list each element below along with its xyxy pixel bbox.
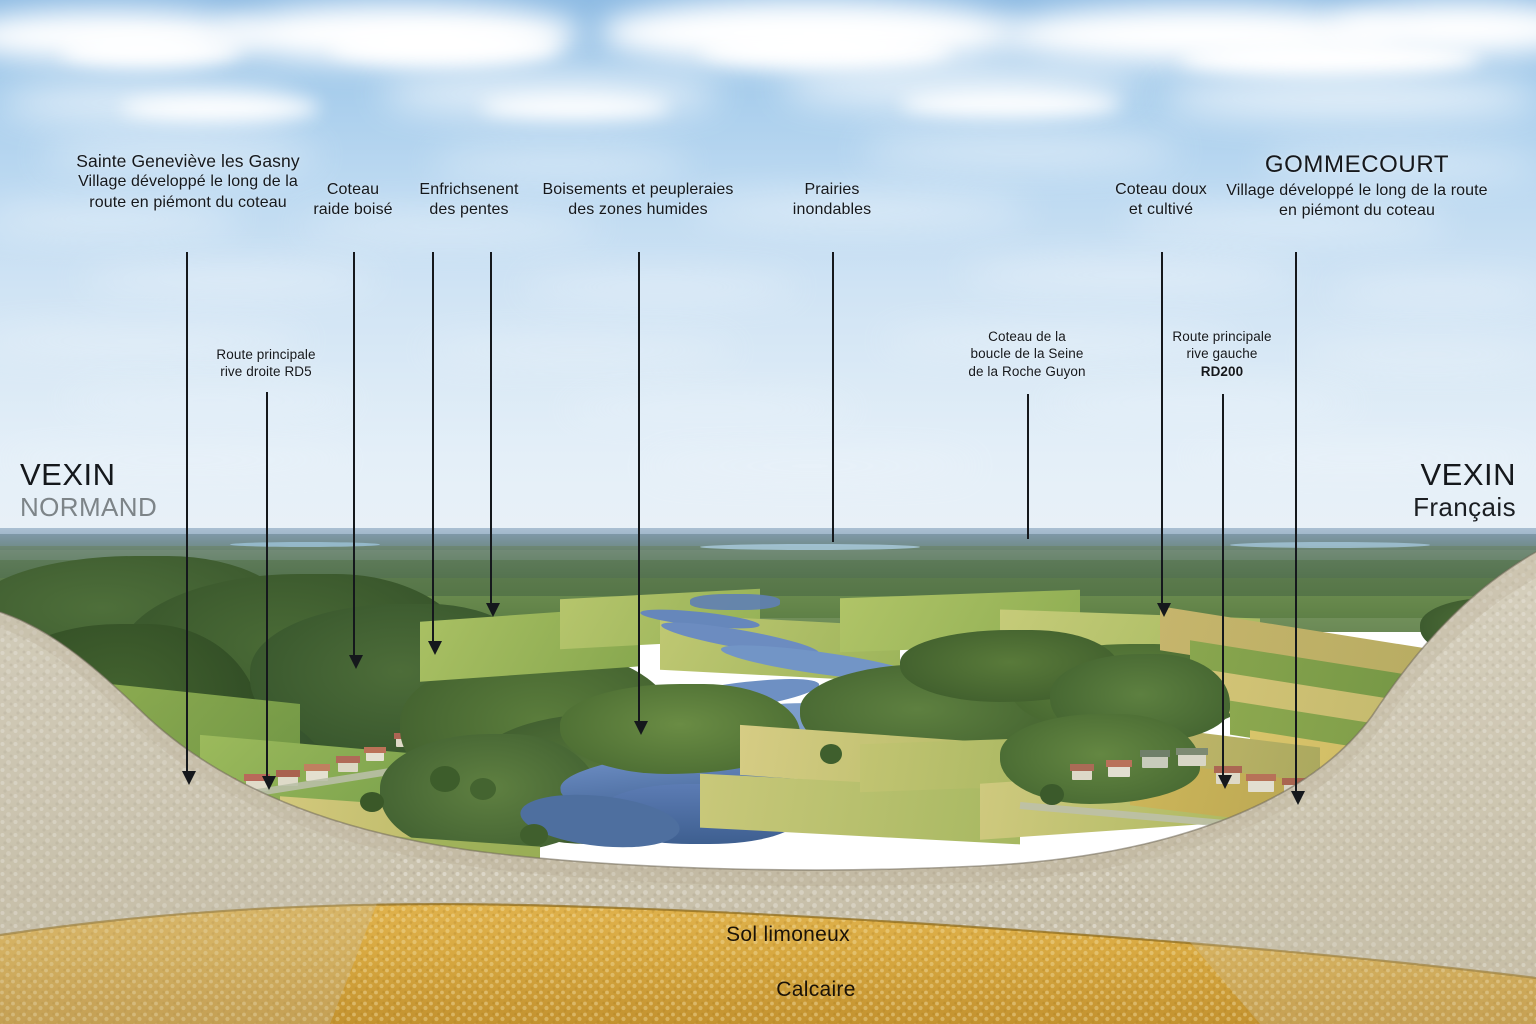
label-boisements-line1: Boisements et peupleraies — [542, 181, 734, 198]
horizon-haze — [0, 528, 1536, 538]
label-boisements-peupleraies: Boisements et peupleraies des zones humi… — [522, 180, 754, 221]
label-route-rive-gauche-line2: rive gauche — [1186, 346, 1258, 362]
label-prairies-inondables: Prairies inondables — [766, 180, 898, 221]
label-prairies-line2: inondables — [792, 201, 872, 219]
arrow-sainte-genevieve — [181, 252, 196, 785]
label-gommecourt-line1: Village développé le long de la route — [1226, 181, 1488, 199]
arrow-gommecourt — [1290, 252, 1305, 805]
label-route-rive-droite-line1: Route principale — [216, 347, 316, 362]
label-route-rive-gauche: Route principale rive gauche RD200 — [1150, 328, 1294, 380]
label-coteau-doux-line1: Coteau doux — [1115, 181, 1207, 198]
label-gommecourt-title: GOMMECOURT — [1264, 151, 1450, 178]
label-gommecourt-line2: en piémont du coteau — [1279, 202, 1435, 220]
arrow-enfrichement-des-pentes — [427, 252, 442, 655]
label-enfrichement-line1: Enfrichsenent — [419, 181, 519, 198]
label-enfrichement-line2: des pentes — [429, 201, 509, 219]
label-boisements-line2: des zones humides — [568, 201, 708, 219]
sky-background — [0, 0, 1536, 545]
leader-prairies-inondables — [832, 252, 834, 542]
label-coteau-doux-cultive: Coteau doux et cultivé — [1092, 180, 1230, 221]
label-coteau-boucle-line2: boucle de la Seine — [970, 346, 1084, 362]
label-sainte-genevieve-title: Sainte Geneviève les Gasny — [76, 151, 300, 171]
region-vexin-francais-line1: VEXIN — [1420, 457, 1516, 492]
label-route-rive-gauche-line3: RD200 — [1200, 363, 1244, 379]
region-vexin-normand: VEXIN NORMAND — [20, 457, 158, 522]
label-coteau-raide-boise: Coteau raide boisé — [281, 180, 425, 221]
label-route-rive-gauche-line1: Route principale — [1172, 329, 1272, 344]
label-calcaire-text: Calcaire — [776, 978, 856, 1001]
landscape-painting — [0, 534, 1536, 864]
region-vexin-normand-line2: NORMAND — [20, 491, 158, 522]
label-gommecourt: GOMMECOURT Village développé le long de … — [1178, 150, 1536, 222]
label-coteau-raide-boise-line1: Coteau — [326, 181, 380, 198]
arrow-route-rive-droite — [261, 392, 276, 790]
label-calcaire: Calcaire — [716, 978, 916, 1002]
label-sol-limoneux: Sol limoneux — [668, 923, 908, 947]
arrow-enfrichement-des-pentes-2 — [485, 252, 500, 617]
label-prairies-line1: Prairies — [804, 181, 860, 198]
arrow-coteau-raide-boise — [348, 252, 363, 669]
leader-coteau-boucle-seine — [1027, 394, 1029, 539]
label-sainte-genevieve-line1: Village développé le long de la — [78, 173, 298, 191]
label-sainte-genevieve-line2: route en piémont du coteau — [89, 193, 287, 211]
region-vexin-normand-line1: VEXIN — [20, 457, 116, 492]
arrow-coteau-doux-cultive — [1156, 252, 1171, 617]
label-sol-limoneux-text: Sol limoneux — [726, 923, 850, 946]
arrow-boisements-peupleraies — [633, 252, 648, 735]
label-route-rive-droite: Route principale rive droite RD5 — [186, 346, 346, 381]
calcaire-layer — [0, 903, 1536, 1024]
label-route-rive-droite-line2: rive droite RD5 — [220, 364, 312, 380]
label-coteau-boucle-seine: Coteau de la boucle de la Seine de la Ro… — [944, 328, 1110, 380]
region-vexin-francais: VEXIN Français — [1413, 457, 1516, 522]
label-coteau-doux-line2: et cultivé — [1128, 201, 1194, 219]
label-coteau-boucle-line1: Coteau de la — [988, 329, 1066, 344]
label-coteau-boucle-line3: de la Roche Guyon — [968, 363, 1086, 379]
label-coteau-raide-boise-line2: raide boisé — [313, 201, 393, 219]
label-enfrichement-des-pentes: Enfrichsenent des pentes — [388, 180, 550, 221]
arrow-route-rive-gauche — [1217, 394, 1232, 789]
region-vexin-francais-line2: Français — [1413, 491, 1516, 522]
label-sainte-genevieve: Sainte Geneviève les Gasny Village dével… — [8, 150, 368, 213]
